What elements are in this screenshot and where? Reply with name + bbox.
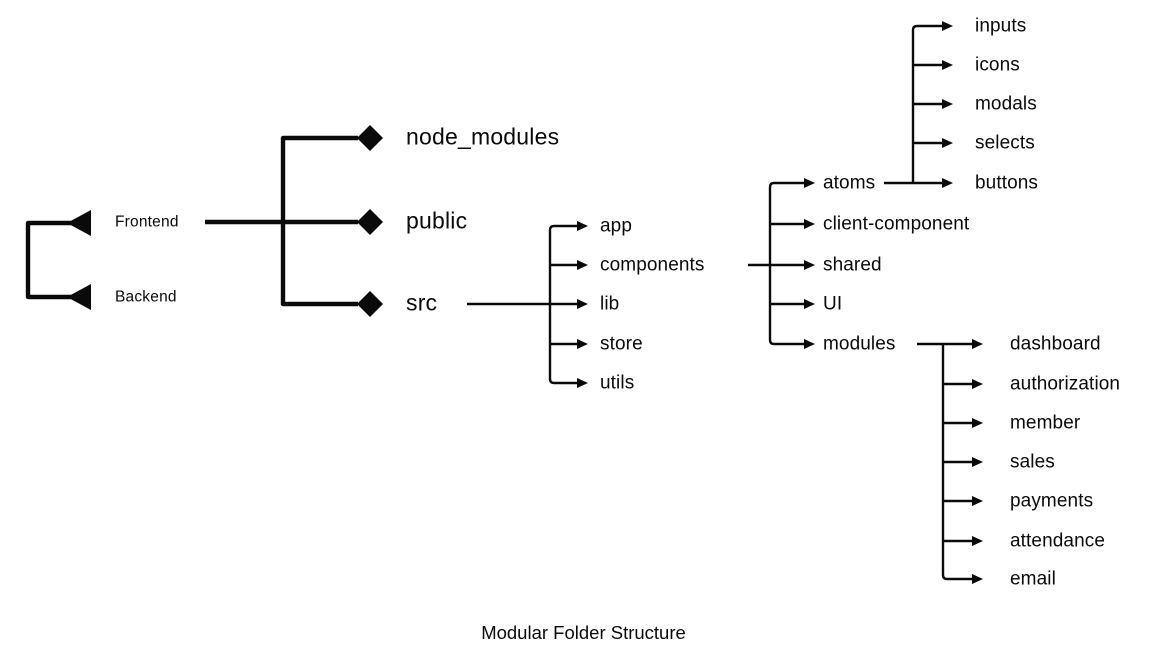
root-arrowheads: [67, 125, 383, 317]
arrow-right-icon: [942, 138, 953, 148]
components-children-spine: [768, 181, 804, 346]
arrow-right-icon: [942, 21, 953, 31]
node-lib: lib: [600, 293, 620, 315]
atoms-children-spine: [911, 24, 942, 183]
arrow-right-icon: [804, 178, 815, 188]
node-member: member: [1010, 412, 1081, 434]
arrow-right-icon: [972, 536, 983, 546]
node-selects: selects: [975, 132, 1035, 154]
node-client-component: client-component: [823, 213, 970, 235]
node-utils: utils: [600, 372, 635, 394]
arrow-right-icon: [972, 457, 983, 467]
node-modules: modules: [823, 333, 896, 355]
subtree-lines: [467, 24, 972, 581]
node-ui: UI: [823, 293, 843, 315]
arrow-right-icon: [577, 260, 588, 270]
arrow-left-icon: [67, 284, 91, 310]
arrow-right-icon: [577, 378, 588, 388]
node-dashboard: dashboard: [1010, 333, 1101, 355]
node-icons: icons: [975, 54, 1020, 76]
node-components: components: [600, 254, 705, 276]
arrow-right-icon: [942, 60, 953, 70]
frontend-trunk-line: [280, 135, 358, 307]
arrow-right-icon: [972, 418, 983, 428]
arrow-left-icon: [67, 210, 91, 236]
node-shared: shared: [823, 254, 882, 276]
arrow-right-icon: [972, 339, 983, 349]
arrow-right-icon: [942, 99, 953, 109]
root-bracket: [25, 220, 72, 300]
node-store: store: [600, 333, 643, 355]
node-modals: modals: [975, 93, 1037, 115]
node-atoms: atoms: [823, 172, 876, 194]
arrow-right-icon: [577, 339, 588, 349]
node-email: email: [1010, 568, 1056, 590]
arrow-right-icon: [972, 379, 983, 389]
arrow-right-icon: [804, 219, 815, 229]
node-node-modules: node_modules: [406, 123, 560, 150]
node-sales: sales: [1010, 451, 1055, 473]
arrow-right-icon: [577, 299, 588, 309]
subtree-arrowheads: [577, 21, 983, 584]
arrow-right-icon: [577, 221, 588, 231]
modules-children-spine: [941, 344, 972, 581]
node-src: src: [406, 289, 438, 316]
node-attendance: attendance: [1010, 530, 1106, 552]
diamond-bullet-icon: [357, 125, 383, 151]
node-frontend: Frontend: [115, 213, 179, 231]
diagram-title: Modular Folder Structure: [481, 622, 686, 643]
node-payments: payments: [1010, 490, 1094, 512]
arrow-right-icon: [972, 496, 983, 506]
arrow-right-icon: [972, 574, 983, 584]
src-children-spine: [548, 224, 577, 385]
node-public: public: [406, 207, 468, 234]
node-authorization: authorization: [1010, 373, 1121, 395]
arrow-right-icon: [804, 299, 815, 309]
arrow-right-icon: [804, 339, 815, 349]
arrow-right-icon: [942, 178, 953, 188]
node-inputs: inputs: [975, 15, 1027, 37]
node-backend: Backend: [115, 288, 177, 306]
diamond-bullet-icon: [357, 209, 383, 235]
node-buttons: buttons: [975, 172, 1039, 194]
node-app: app: [600, 215, 633, 237]
arrow-right-icon: [804, 260, 815, 270]
diamond-bullet-icon: [357, 291, 383, 317]
root-bracket-lines: [25, 135, 358, 307]
